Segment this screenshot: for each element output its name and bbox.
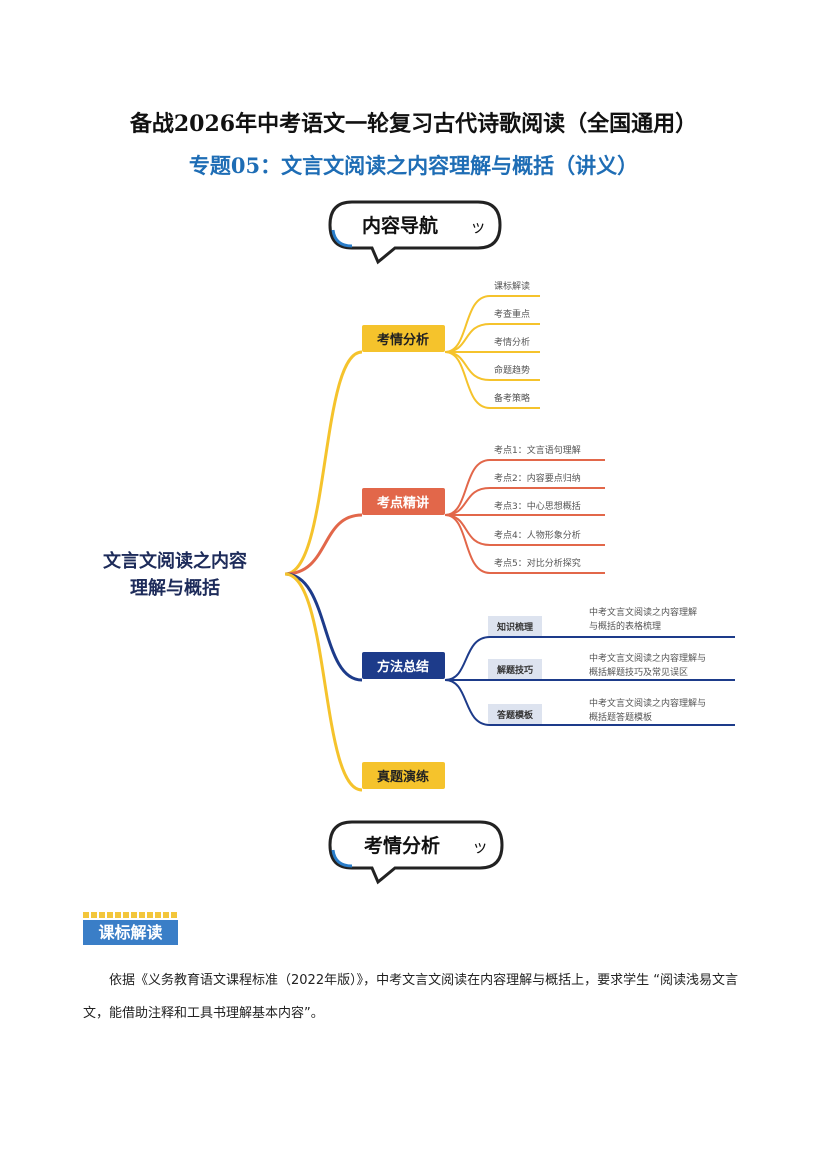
section-heading-label: 课标解读 [83,920,178,945]
method-desc: 中考文言文阅读之内容理解与 [589,652,706,664]
method-desc: 概括解题技巧及常见误区 [589,666,688,678]
branch-zhenti[interactable]: 真题演练 [362,762,445,789]
svg-text:真题演练: 真题演练 [377,769,429,785]
method-desc: 中考文言文阅读之内容理解 [589,606,697,618]
list-item[interactable]: 备考策略 [494,392,530,404]
nav-badge-label: 内容导航 [362,214,438,237]
svg-text:考情分析: 考情分析 [377,332,429,348]
list-item[interactable]: 考查重点 [494,308,530,320]
method-desc: 概括题答题模板 [589,711,652,723]
svg-text:考点精讲: 考点精讲 [377,495,429,511]
list-item[interactable]: 考情分析 [494,336,530,348]
branch-kaoqing[interactable]: 考情分析 课标解读 考查重点 考情分析 命题趋势 备考策略 [362,280,540,409]
decoration-icon: ッ [470,217,486,236]
mindmap-center-line1: 文言文阅读之内容 [103,550,247,572]
branch-kaodian[interactable]: 考点精讲 考点1：文言语句理解 考点2：内容要点归纳 考点3：中心思想概括 考点… [362,444,605,574]
decoration-icon: ッ [472,837,488,856]
body-paragraph: 依据《义务教育语文课程标准（2022年版）》，中考文言文阅读在内容理解与概括上，… [83,973,738,1021]
list-item[interactable]: 考点1：文言语句理解 [494,444,581,456]
list-item[interactable]: 考点5：对比分析探究 [494,557,581,569]
method-tag[interactable]: 解题技巧 [497,664,533,676]
document-title: 备战2026年中考语文一轮复习古代诗歌阅读（全国通用） [129,111,698,137]
list-item[interactable]: 课标解读 [494,280,530,292]
method-desc: 中考文言文阅读之内容理解与 [589,697,706,709]
list-item[interactable]: 考点3：中心思想概括 [494,500,581,512]
branch-fangfa[interactable]: 方法总结 知识梳理 解题技巧 答题模板 中考文言文阅读之内容理解 与概括的表格梳… [362,606,735,726]
method-tag[interactable]: 答题模板 [496,709,534,721]
method-desc: 与概括的表格梳理 [589,620,661,632]
nav-badge: 内容导航 ッ [328,200,502,265]
section-heading: 课标解读 [83,912,178,945]
list-item[interactable]: 考点4：人物形象分析 [494,529,581,541]
section-badge: 考情分析 ッ [328,820,504,885]
svg-text:方法总结: 方法总结 [377,659,429,675]
document-subtitle: 专题05：文言文阅读之内容理解与概括（讲义） [188,153,639,178]
heading-stripe [83,912,178,918]
section-badge-label: 考情分析 [364,834,440,857]
method-tag[interactable]: 知识梳理 [496,621,533,633]
list-item[interactable]: 考点2：内容要点归纳 [494,472,581,484]
mindmap-center-line2: 理解与概括 [130,577,220,599]
list-item[interactable]: 命题趋势 [494,364,530,376]
